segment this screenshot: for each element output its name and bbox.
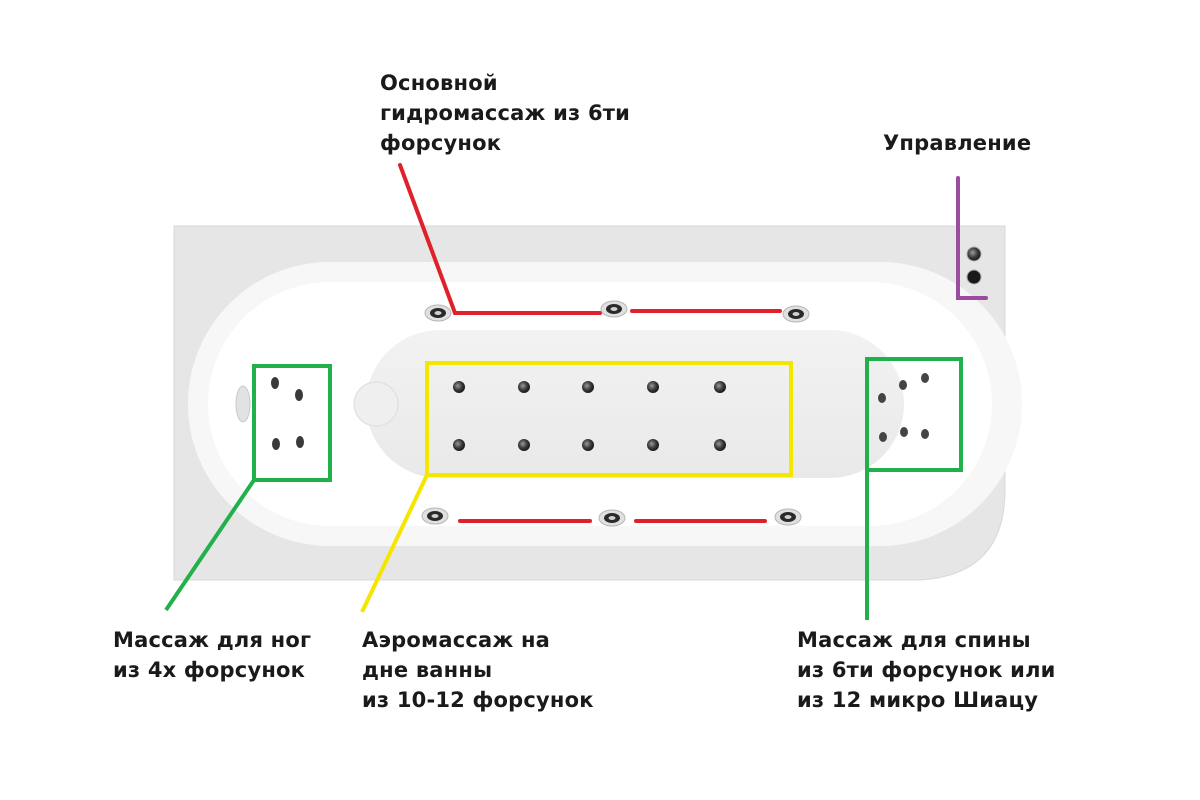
- aero-jets: [453, 381, 726, 451]
- control-button-1[interactable]: [966, 246, 982, 262]
- aero-label-line: Аэромассаж на: [362, 628, 551, 652]
- back-jet: [900, 427, 908, 437]
- back-jet: [899, 380, 907, 390]
- aero-jet: [453, 439, 465, 451]
- drain: [353, 381, 399, 427]
- main-hydro-jet: [774, 508, 802, 526]
- control-label-line: Управление: [883, 131, 1032, 155]
- aero-jet: [647, 381, 659, 393]
- aero-jet: [453, 381, 465, 393]
- leg-jet: [271, 377, 279, 389]
- leg-jet: [272, 438, 280, 450]
- main-hydro-jet: [421, 507, 449, 525]
- back-label-line: из 6ти форсунок или: [797, 658, 1056, 682]
- legs-callout-line: [164, 478, 256, 612]
- aero-callout-line: [360, 474, 429, 613]
- leg-jet: [296, 436, 304, 448]
- back-label: Массаж для спины из 6ти форсунок или из …: [797, 625, 1056, 715]
- aero-jet: [647, 439, 659, 451]
- back-jet: [921, 429, 929, 439]
- main-hydro-jets: [421, 300, 810, 527]
- aero-label: Аэромассаж на дне ванны из 10-12 форсуно…: [362, 625, 594, 715]
- legs-label-line: Массаж для ног: [113, 628, 312, 652]
- back-jets: [878, 373, 929, 442]
- overflow: [235, 385, 251, 423]
- back-zone-box: [865, 357, 963, 472]
- control-button-2[interactable]: [966, 269, 982, 285]
- main-hydro-label: Основной гидромассаж из 6ти форсунок: [380, 68, 630, 158]
- aero-jet: [518, 439, 530, 451]
- main-hydro-jet: [424, 304, 452, 322]
- back-label-line: Массаж для спины: [797, 628, 1031, 652]
- aero-jet: [518, 381, 530, 393]
- leg-jet: [295, 389, 303, 401]
- main-hydro-jet: [782, 305, 810, 323]
- control-label: Управление: [883, 128, 1031, 158]
- aero-jet: [582, 381, 594, 393]
- back-jet: [878, 393, 886, 403]
- back-jet: [921, 373, 929, 383]
- aero-jet: [714, 381, 726, 393]
- aero-label-line: дне ванны: [362, 658, 493, 682]
- main-hydro-label-line: гидромассаж из 6ти: [380, 101, 631, 125]
- main-hydro-line: [398, 163, 602, 315]
- legs-label-line: из 4х форсунок: [113, 658, 306, 682]
- aero-zone-box: [425, 361, 793, 477]
- aero-jet: [582, 439, 594, 451]
- main-hydro-label-line: Основной: [380, 71, 498, 95]
- aero-jet: [714, 439, 726, 451]
- main-hydro-jet: [600, 300, 628, 318]
- leg-jets: [271, 377, 304, 450]
- legs-zone-box: [252, 364, 332, 482]
- main-hydro-connector-lines: [398, 163, 782, 523]
- main-hydro-jet: [598, 509, 626, 527]
- back-jet: [879, 432, 887, 442]
- back-label-line: из 12 микро Шиацу: [797, 688, 1039, 712]
- aero-label-line: из 10-12 форсунок: [362, 688, 594, 712]
- main-hydro-label-line: форсунок: [380, 131, 502, 155]
- control-callout-line: [956, 176, 988, 300]
- legs-label: Массаж для ног из 4х форсунок: [113, 625, 311, 685]
- tub-floor: [366, 330, 904, 478]
